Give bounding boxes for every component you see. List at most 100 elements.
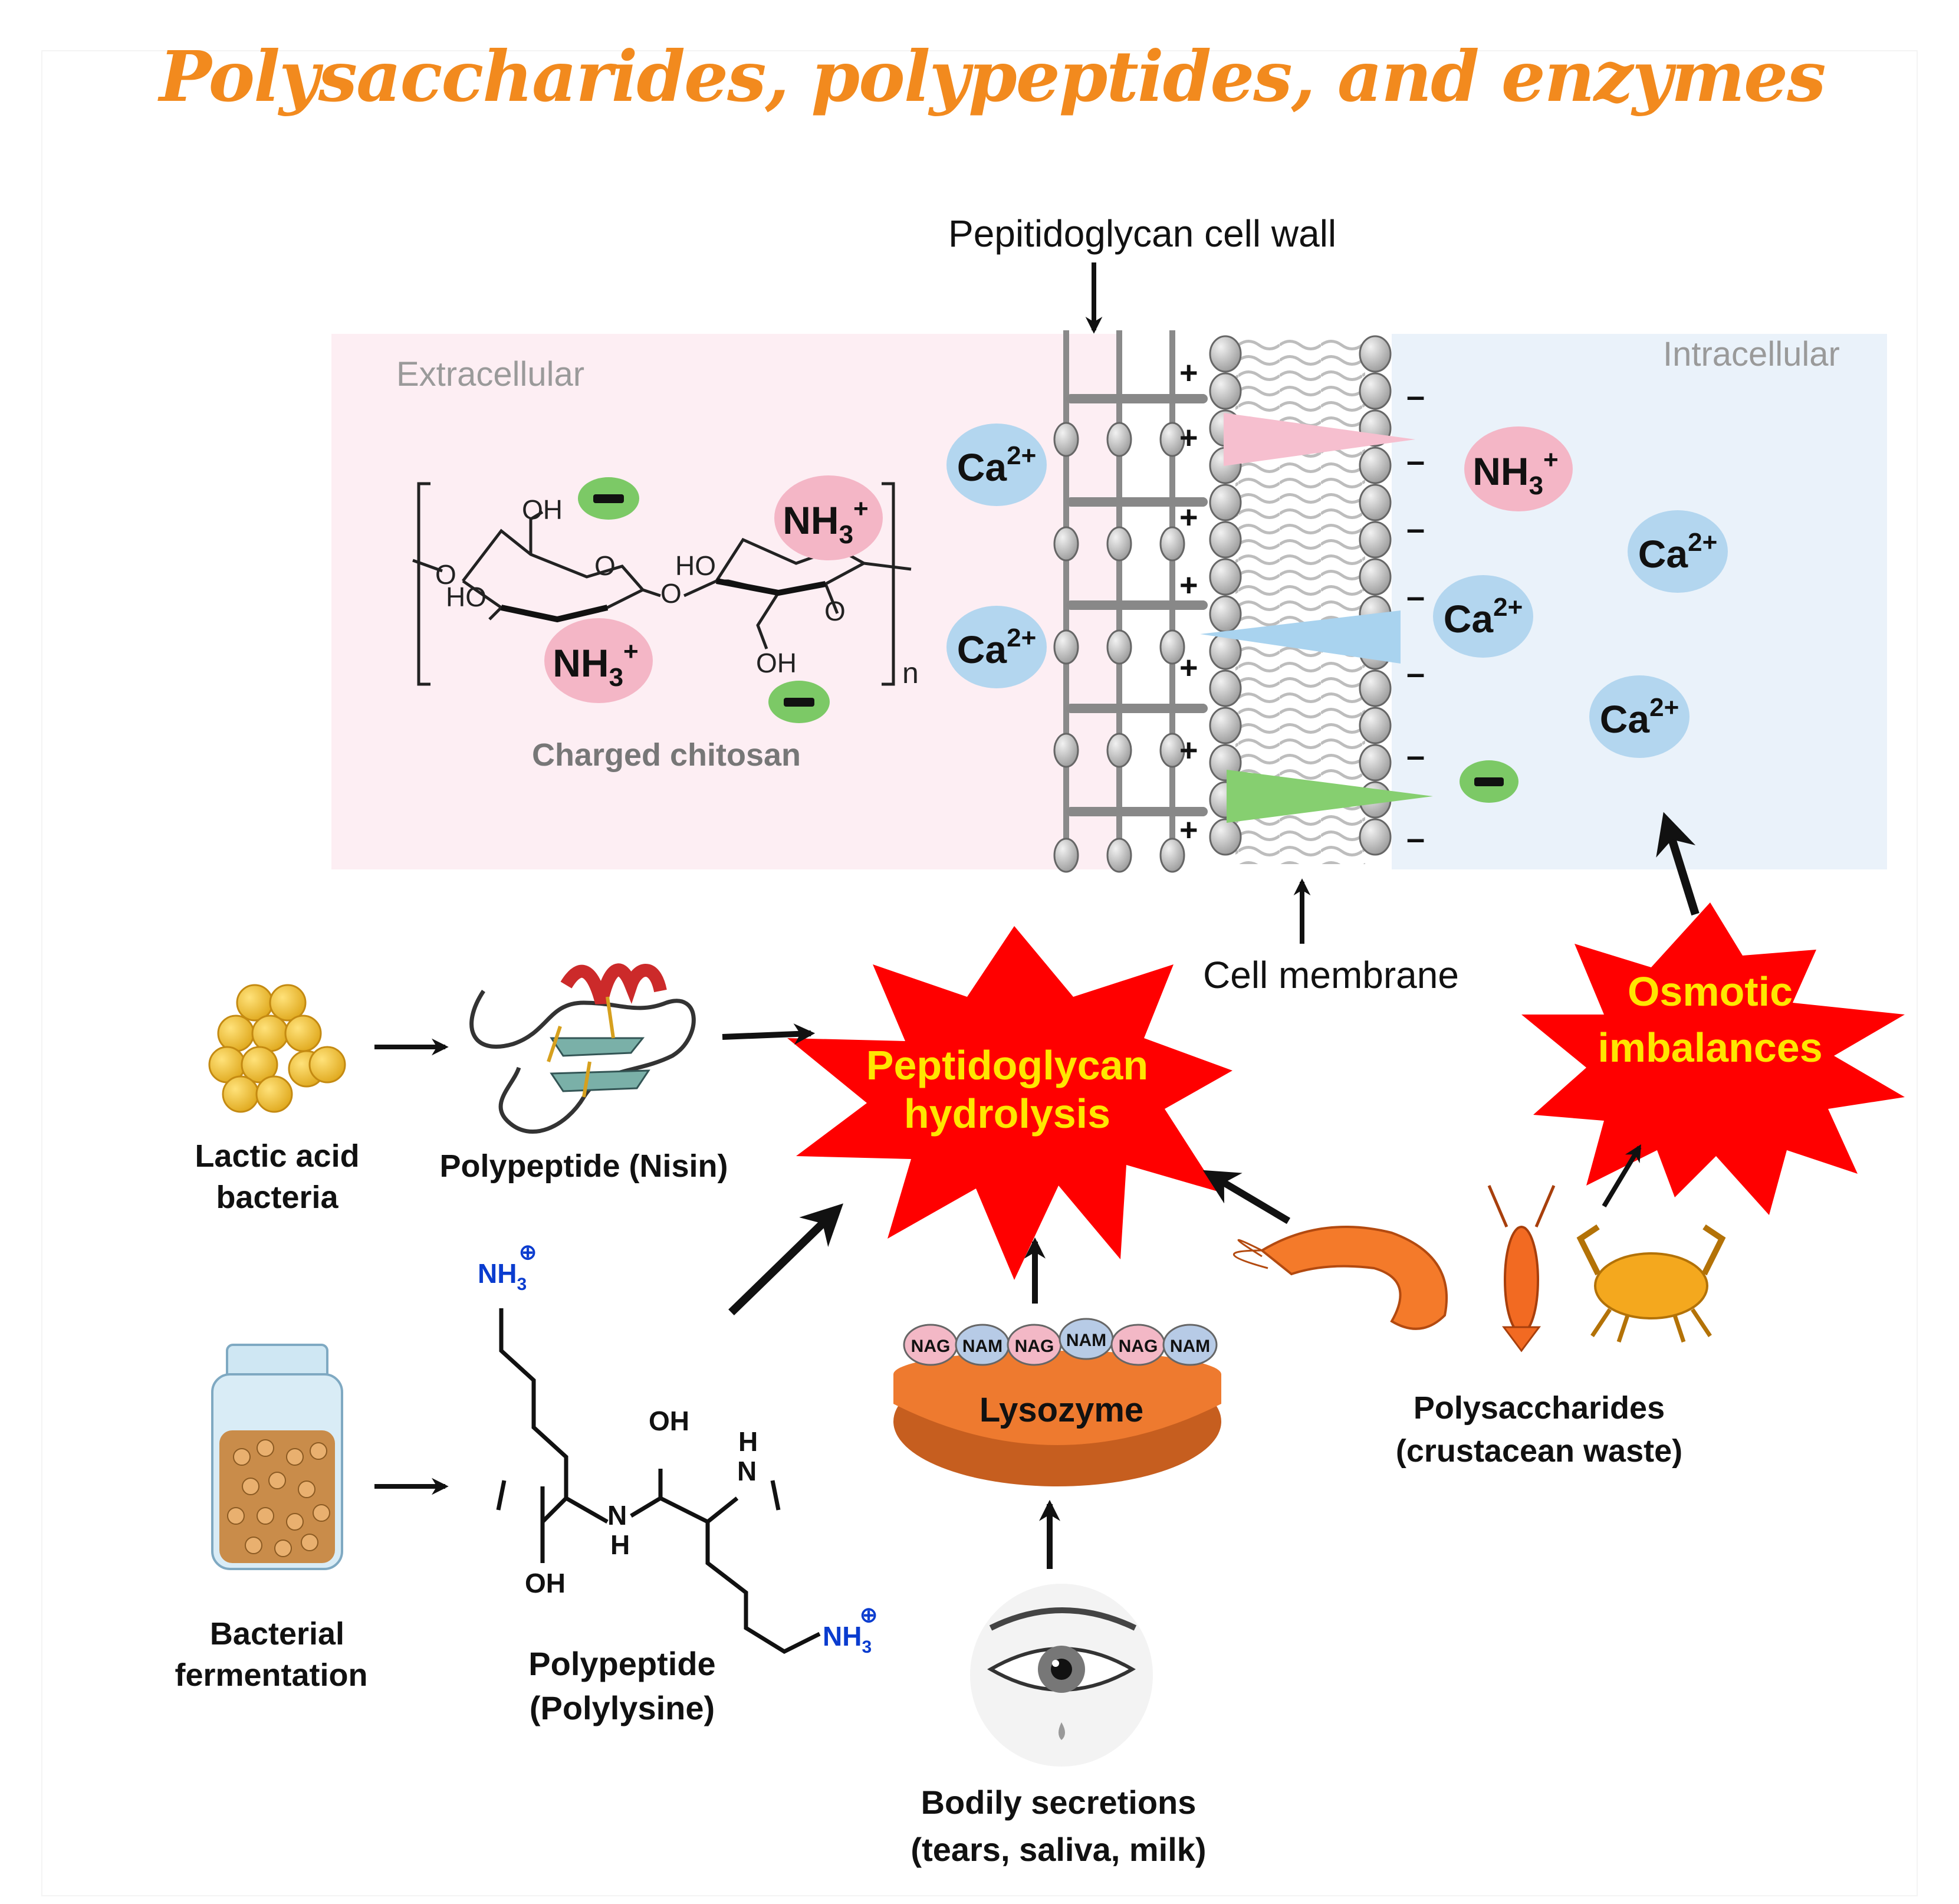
svg-text:+: +: [1179, 420, 1198, 455]
svg-text:+: +: [1179, 812, 1198, 848]
intracellular-label: Intracellular: [1663, 335, 1840, 373]
svg-text:NH3+: NH3+: [783, 494, 869, 549]
lactic-acid-bacteria-icon: [208, 984, 346, 1113]
svg-text:+: +: [1179, 500, 1198, 535]
fermentation-jar-icon: [211, 1344, 343, 1570]
arrow-nisin-to-hydrolysis: [722, 1023, 816, 1045]
svg-text:–: –: [1406, 442, 1425, 479]
polysaccharides-label-line2: (crustacean waste): [1396, 1433, 1682, 1469]
svg-text:O: O: [824, 596, 846, 626]
secretions-label-line2: (tears, saliva, milk): [911, 1831, 1206, 1868]
svg-text:–: –: [1406, 377, 1425, 414]
crab-icon: [1576, 1224, 1726, 1343]
svg-text:HO: HO: [446, 582, 487, 612]
osmotic-label-line2: imbalances: [1598, 1025, 1822, 1071]
negative-ion-intracellular: [1460, 760, 1518, 803]
fermentation-label-line2: fermentation: [175, 1657, 367, 1693]
svg-text:NAG: NAG: [911, 1337, 951, 1356]
arrow-crustacean-to-osmotic: [1602, 1144, 1642, 1208]
svg-text:NH3: NH3: [478, 1258, 527, 1294]
chitosan-repeat-n: n: [902, 656, 919, 690]
svg-text:O: O: [435, 559, 456, 590]
svg-text:+: +: [1179, 650, 1198, 685]
svg-text:N: N: [737, 1456, 757, 1486]
secretions-label-line1: Bodily secretions: [921, 1784, 1197, 1821]
nisin-label: Polypeptide (Nisin): [439, 1148, 728, 1184]
chitosan-ring-2-edge: [716, 578, 826, 596]
svg-text:+: +: [1179, 355, 1198, 390]
svg-text:N: N: [607, 1500, 627, 1531]
svg-text:Ca2+: Ca2+: [1444, 593, 1523, 641]
svg-text:+: +: [1179, 567, 1198, 603]
lactic-acid-label-line1: Lactic acid: [195, 1138, 359, 1174]
peptidoglycan-wall: [1053, 330, 1208, 873]
ca-ion-intracellular-1: Ca2+: [1628, 510, 1728, 593]
osmotic-label-line1: Osmotic: [1628, 969, 1793, 1015]
wall-positive-charges: + + + + + + +: [1179, 355, 1198, 848]
eye-icon: [970, 1584, 1153, 1767]
cell-membrane-label: Cell membrane: [1203, 954, 1459, 996]
svg-text:NAM: NAM: [962, 1337, 1002, 1356]
figure-frame: [41, 50, 1918, 1896]
svg-text:NAG: NAG: [1015, 1337, 1054, 1356]
svg-text:O: O: [594, 550, 616, 581]
extracellular-region: [331, 334, 1122, 869]
figure-title: Polysaccharides, polypeptides, and enzym…: [159, 35, 1826, 117]
polylysine-nh3-top: NH3 ⊕: [478, 1240, 537, 1294]
svg-text:Ca2+: Ca2+: [957, 623, 1037, 671]
svg-text:–: –: [1406, 654, 1425, 691]
hydrolysis-label-line1: Peptidoglycan: [866, 1042, 1148, 1088]
svg-text:NH3+: NH3+: [1472, 445, 1559, 500]
svg-text:NAM: NAM: [1170, 1337, 1210, 1356]
osmotic-imbalances-burst: [1521, 902, 1905, 1215]
svg-text:O: O: [660, 578, 682, 609]
extracellular-label: Extracellular: [396, 355, 584, 393]
nisin-structure-icon: [469, 963, 696, 1134]
svg-text:OH: OH: [522, 494, 563, 525]
svg-text:NH3: NH3: [823, 1621, 872, 1657]
svg-text:H: H: [610, 1529, 630, 1560]
svg-text:⊕: ⊕: [860, 1603, 877, 1627]
arrow-crustacean-to-hydrolysis: [1202, 1170, 1291, 1225]
nh3-ion-intracellular: NH3+: [1464, 426, 1573, 511]
lactic-acid-label-line2: bacteria: [216, 1180, 338, 1215]
cell-wall-label: Pepitidoglycan cell wall: [948, 212, 1336, 255]
ca-ion-extracellular-2: Ca2+: [946, 606, 1047, 688]
chitosan-nh3-1: NH3+: [774, 475, 883, 560]
crayfish-icon: [1487, 1185, 1556, 1353]
svg-text:HO: HO: [675, 550, 716, 581]
arrow-polylysine-to-hydrolysis: [728, 1203, 844, 1316]
chitosan-ring-1-edge: [500, 605, 609, 623]
svg-text:OH: OH: [649, 1406, 689, 1436]
svg-text:NAG: NAG: [1119, 1337, 1158, 1356]
polysaccharides-label-line1: Polysaccharides: [1414, 1390, 1665, 1426]
polylysine-nh3-bottom: NH3 ⊕: [823, 1603, 877, 1657]
peptidoglycan-hydrolysis-burst: [787, 926, 1232, 1280]
polylysine-atom-labels: N H OH OH N H: [525, 1406, 758, 1598]
svg-text:NH3+: NH3+: [553, 637, 639, 692]
svg-text:Ca2+: Ca2+: [1600, 693, 1679, 741]
chitosan-nh3-2: NH3+: [544, 618, 653, 703]
svg-text:–: –: [1406, 510, 1425, 547]
ca-ion-intracellular-2: Ca2+: [1433, 575, 1533, 658]
nag-nam-chain: NAG NAM NAG NAM NAG NAM: [903, 1318, 1218, 1366]
svg-text:+: +: [1179, 733, 1198, 768]
chitosan-atom-labels: O HO OH O O HO O OH: [435, 494, 846, 678]
lysozyme-label: Lysozyme: [980, 1391, 1143, 1429]
polylysine-label-line2: (Polylysine): [530, 1689, 715, 1726]
ca-ion-extracellular-1: Ca2+: [946, 424, 1047, 506]
svg-text:⊕: ⊕: [519, 1240, 537, 1264]
fermentation-label-line1: Bacterial: [210, 1616, 344, 1652]
hydrolysis-label-line2: hydrolysis: [904, 1091, 1110, 1137]
chitosan-negative-1: [578, 477, 639, 520]
svg-text:–: –: [1406, 737, 1425, 774]
shrimp-icon: [1232, 1226, 1448, 1330]
svg-text:OH: OH: [756, 648, 797, 678]
arrow-osmotic-to-intracellular: [1656, 812, 1700, 916]
svg-text:Ca2+: Ca2+: [1638, 528, 1718, 576]
anion-efflux-wedge: [1227, 770, 1433, 823]
polylysine-label-line1: Polypeptide: [528, 1645, 715, 1682]
ca-ion-intracellular-3: Ca2+: [1589, 675, 1690, 758]
membrane-negative-charges: – – – – – – –: [1406, 377, 1425, 856]
